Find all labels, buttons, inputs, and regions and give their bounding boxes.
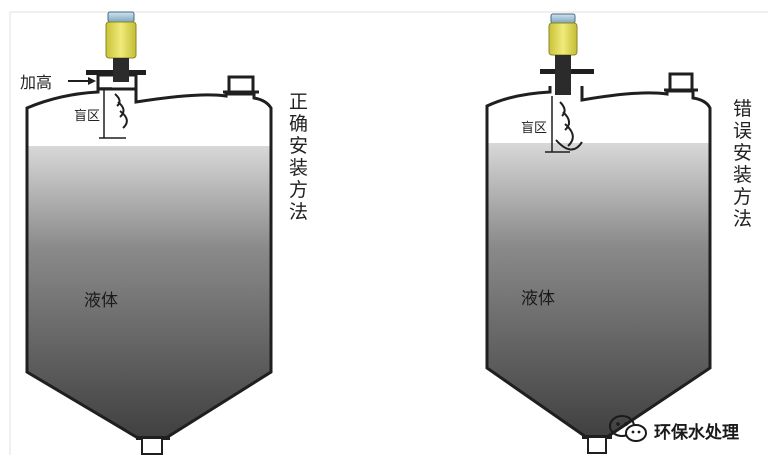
left-tank-liquid — [27, 146, 271, 438]
right-blind-zone-label: 盲区 — [521, 120, 547, 136]
left-method-text: 正确安装方法 — [289, 91, 308, 223]
left-radar-sensor — [105, 11, 137, 82]
left-method-label: 正确安装方法 — [289, 91, 308, 223]
left-liquid-label: 液体 — [84, 291, 118, 311]
left-tank-side-nozzle — [227, 75, 255, 96]
right-method-label: 错误安装方法 — [733, 98, 752, 230]
right-method-text: 错误安装方法 — [733, 98, 752, 230]
right-liquid-label: 液体 — [521, 289, 555, 309]
watermark-text: 环保水处理 — [654, 422, 739, 443]
wechat-icon — [609, 415, 647, 442]
left-tank-bottom-outlet — [141, 437, 163, 455]
left-raise-label: 加高 — [20, 73, 52, 92]
watermark: 环保水处理 — [609, 415, 739, 443]
right-tank: 盲区 液体 — [485, 13, 712, 454]
right-tank-outline — [485, 86, 712, 439]
right-radar-sensor — [548, 13, 578, 95]
left-blind-zone-label: 盲区 — [74, 108, 100, 124]
right-tank-side-nozzle — [668, 72, 694, 93]
right-tank-liquid — [487, 143, 710, 437]
left-signal-waves — [114, 93, 128, 129]
left-tank-outline — [25, 86, 273, 440]
left-tank: 加高 盲区 液体 — [20, 11, 273, 455]
right-signal-waves — [555, 101, 583, 151]
right-tank-bottom-outlet — [587, 436, 607, 454]
